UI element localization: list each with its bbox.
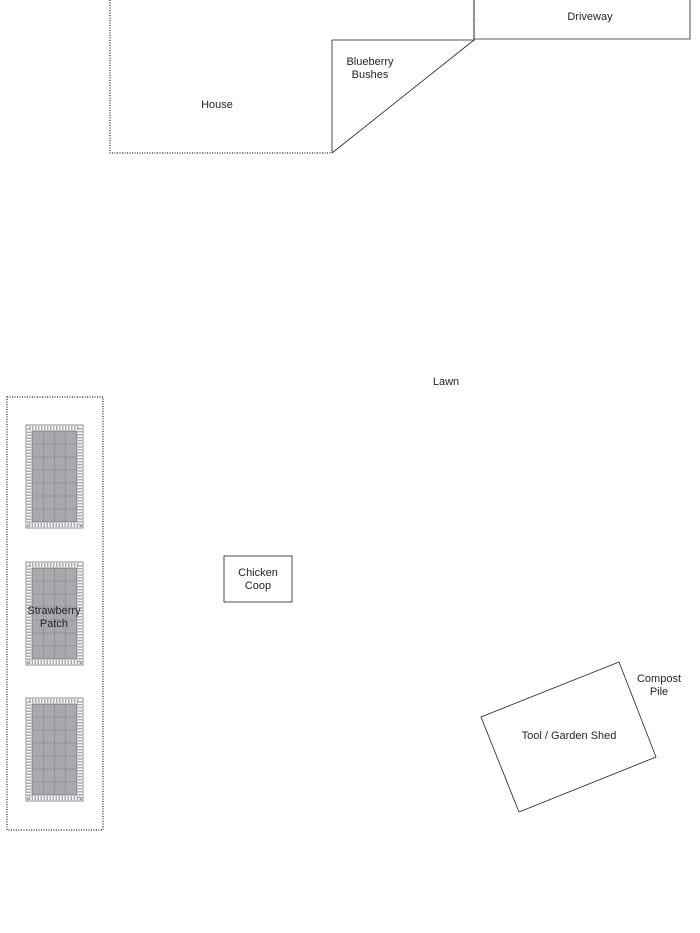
compost-pile-label-line1: Compost <box>637 673 681 685</box>
driveway: Driveway <box>473 0 691 40</box>
compost-pile-label-line2: Pile <box>650 686 668 698</box>
strawberry-bed-grid <box>32 431 77 522</box>
strawberry-patch-label-line1: Strawberry <box>27 605 81 617</box>
blueberry-bushes-outline <box>331 39 476 154</box>
blueberry-bushes: Blueberry Bushes <box>331 39 476 154</box>
strawberry-bed-grid <box>32 568 77 659</box>
lawn-label: Lawn <box>433 376 459 388</box>
tool-garden-shed-label: Tool / Garden Shed <box>522 730 617 742</box>
strawberry-beds <box>25 424 84 802</box>
strawberry-bed-border <box>27 699 82 800</box>
tool-garden-shed: Tool / Garden Shed <box>480 661 657 813</box>
chicken-coop: Chicken Coop <box>223 555 293 603</box>
house-outline <box>109 0 332 154</box>
driveway-label: Driveway <box>567 11 613 23</box>
strawberry-patch-label-line2: Patch <box>40 618 68 630</box>
strawberry-bed-grid <box>32 704 77 795</box>
house-label: House <box>201 99 233 111</box>
chicken-coop-label-line2: Coop <box>245 580 271 592</box>
strawberry-patch-outline <box>6 396 104 831</box>
strawberry-patch: Strawberry Patch <box>6 396 104 831</box>
strawberry-bed-border <box>27 563 82 664</box>
blueberry-bushes-label-line2: Bushes <box>352 69 389 81</box>
tool-garden-shed-outline <box>480 661 657 813</box>
blueberry-bushes-label-line1: Blueberry <box>346 56 394 68</box>
strawberry-bed <box>25 697 84 802</box>
strawberry-bed <box>25 561 84 666</box>
house: House <box>109 0 475 154</box>
strawberry-bed-border <box>27 426 82 527</box>
driveway-outline <box>473 0 691 40</box>
chicken-coop-outline <box>223 555 293 603</box>
strawberry-bed <box>25 424 84 529</box>
chicken-coop-label-line1: Chicken <box>238 567 278 579</box>
compost-pile: Compost Pile <box>637 673 681 698</box>
